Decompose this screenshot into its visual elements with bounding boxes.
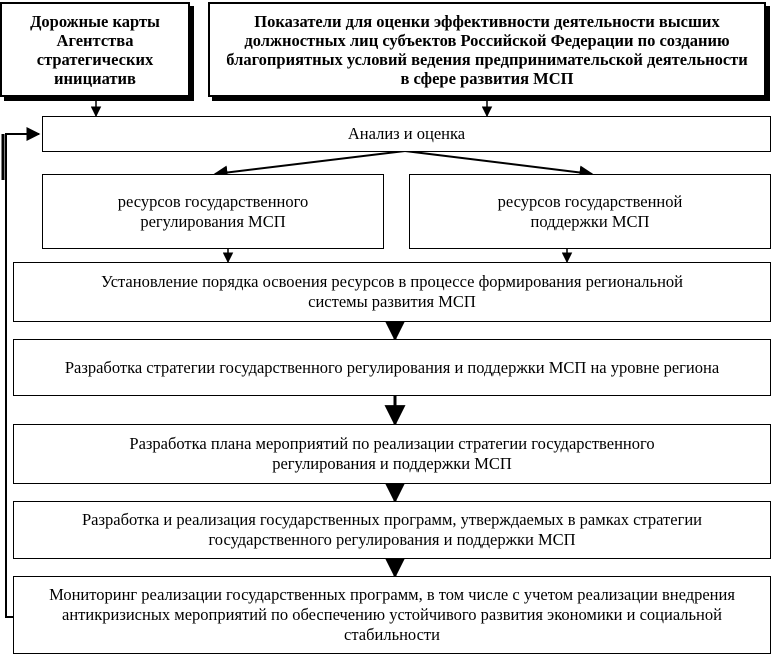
- support-resources-text: ресурсов государственной поддержки МСП: [497, 191, 683, 231]
- action-plan-text: Разработка плана мероприятий по реализац…: [129, 434, 655, 473]
- regulation-resources-box: ресурсов государственного регулирования …: [42, 174, 384, 249]
- monitoring-box: Мониторинг реализации государственных пр…: [13, 576, 771, 654]
- monitoring-text: Мониторинг реализации государственных пр…: [49, 585, 735, 644]
- arrow-analysis-to-support: [404, 150, 594, 180]
- programs-box: Разработка и реализация государственных …: [13, 501, 771, 559]
- action-plan-box: Разработка плана мероприятий по реализац…: [13, 424, 771, 484]
- resource-order-text: Установление порядка освоения ресурсов в…: [101, 272, 683, 311]
- strategy-text: Разработка стратегии государственного ре…: [64, 357, 720, 377]
- indicators-text: Показатели для оценки эффективности деят…: [226, 11, 748, 88]
- roadmaps-text: Дорожные карты Агентства стратегических …: [30, 11, 160, 88]
- strategy-box: Разработка стратегии государственного ре…: [13, 339, 771, 396]
- resource-order-box: Установление порядка освоения ресурсов в…: [13, 262, 771, 322]
- analysis-box: Анализ и оценка: [42, 116, 771, 152]
- analysis-text: Анализ и оценка: [347, 124, 466, 143]
- roadmaps-box: Дорожные карты Агентства стратегических …: [0, 2, 190, 97]
- arrow-analysis-to-regulation: [213, 150, 406, 180]
- programs-text: Разработка и реализация государственных …: [81, 510, 702, 549]
- support-resources-box: ресурсов государственной поддержки МСП: [409, 174, 771, 249]
- indicators-box: Показатели для оценки эффективности деят…: [208, 2, 766, 97]
- regulation-resources-text: ресурсов государственного регулирования …: [117, 191, 309, 231]
